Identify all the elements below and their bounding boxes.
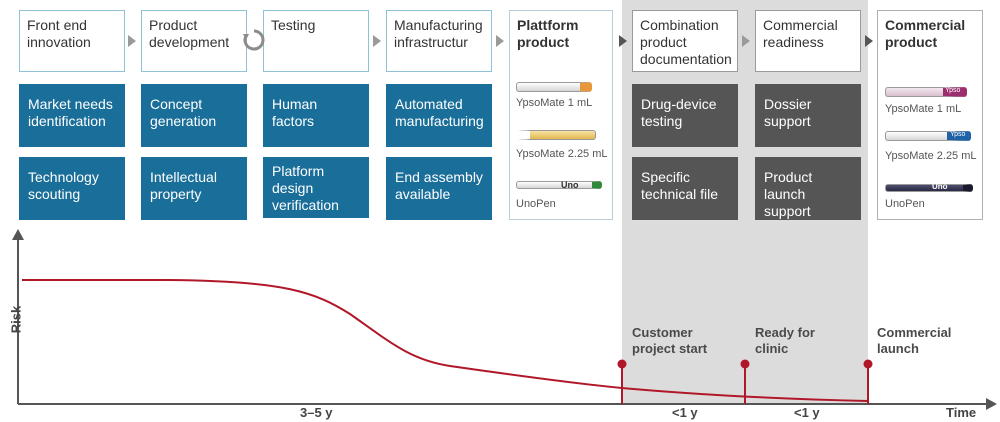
commercial-device-label: UnoPen (885, 198, 925, 210)
stage-product-development: Product development (141, 10, 247, 72)
card-technology-scouting: Technology scouting (19, 157, 125, 220)
stage-arrow-icon (128, 35, 136, 47)
commercial-ypsomate-2-25ml-brand: Ypso (950, 131, 966, 138)
milestone-customer-project-start: Customer project start (632, 325, 708, 356)
iteration-circular-arrow-icon (242, 28, 266, 57)
platform-device-label: UnoPen (516, 198, 556, 210)
milestone-marker-dot (740, 359, 750, 369)
y-axis-arrow-icon (12, 229, 24, 240)
risk-curve (22, 279, 869, 402)
duration-label: <1 y (672, 405, 698, 420)
commercial-unopen-brand: Uno (932, 182, 948, 191)
stage-front-end-innovation: Front end innovation (19, 10, 125, 72)
stage-arrow-icon (742, 35, 750, 47)
card-product-launch-support: Product launch support (755, 157, 861, 220)
commercial-ypsomate-1ml-device (885, 87, 967, 97)
card-market-needs: Market needs identification (19, 84, 125, 147)
stage-arrow-icon (865, 35, 873, 47)
milestone-marker-dot (617, 359, 627, 369)
card-concept-generation: Concept generation (141, 84, 247, 147)
stage-arrow-icon (619, 35, 627, 47)
card-intellectual-property: Intellectual property (141, 157, 247, 220)
stage-commercial-readiness: Commercial readiness (755, 10, 861, 72)
y-axis-label: Risk (8, 305, 24, 334)
card-specific-technical-file: Specific technical file (632, 157, 738, 220)
commercial-ypsomate-1ml-brand: Ypso (945, 87, 961, 94)
duration-label: <1 y (794, 405, 820, 420)
unopen-device (516, 181, 602, 189)
milestone-commercial-launch: Commercial launch (877, 325, 952, 356)
x-axis-arrow-icon (986, 398, 997, 410)
stage-manufacturing-infrastructure: Manufacturing infrastructur (386, 10, 492, 72)
platform-device-label: YpsoMate 1 mL (516, 97, 593, 109)
card-platform-design-verification: Platform design verification (263, 157, 369, 218)
card-automated-manufacturing: Automated manufacturing (386, 84, 492, 147)
milestone-marker-dot (863, 359, 873, 369)
card-end-assembly: End assembly available (386, 157, 492, 220)
ypsomate-2-25ml-device (516, 130, 596, 140)
platform-device-label: YpsoMate 2.25 mL (516, 148, 608, 160)
unopen-device-brand: Uno (561, 180, 579, 190)
stage-testing: Testing (263, 10, 369, 72)
stage-arrow-icon (496, 35, 504, 47)
commercial-device-label: YpsoMate 1 mL (885, 103, 962, 115)
milestone-ready-for-clinic: Ready for clinic (755, 325, 815, 356)
duration-label: 3–5 y (300, 405, 333, 420)
card-human-factors: Human factors (263, 84, 369, 147)
x-axis-label: Time (946, 405, 977, 420)
commercial-ypsomate-2-25ml-device (885, 131, 971, 141)
commercial-device-label: YpsoMate 2.25 mL (885, 150, 977, 162)
ypsomate-1ml-device (516, 82, 592, 92)
card-drug-device-testing: Drug-device testing (632, 84, 738, 147)
stage-arrow-icon (373, 35, 381, 47)
stage-combination-product-documentation: Combination product documentation (632, 10, 738, 72)
commercial-unopen-device (885, 184, 973, 192)
card-dossier-support: Dossier support (755, 84, 861, 147)
